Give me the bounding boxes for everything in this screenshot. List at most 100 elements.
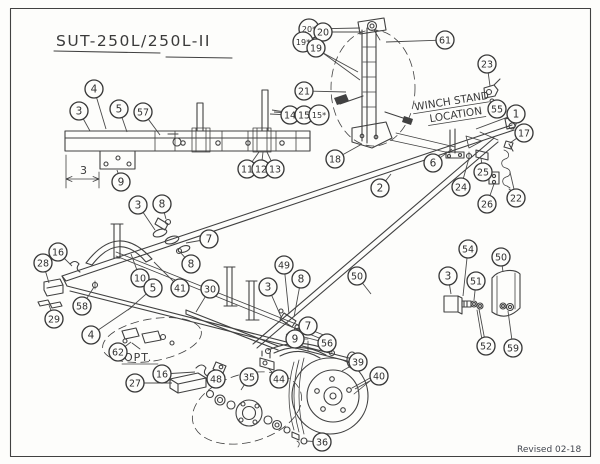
callout-number: 25 xyxy=(477,167,489,178)
callout-number: 20 xyxy=(317,27,329,38)
callout-23: 23 xyxy=(477,54,497,74)
callout-number: 61 xyxy=(439,35,451,46)
leader-line-16 xyxy=(170,371,196,374)
leader-line-8 xyxy=(163,212,167,220)
callout-circle xyxy=(44,309,64,329)
callout-40: 40 xyxy=(369,366,389,386)
callout-number: 8 xyxy=(298,273,305,285)
callout-circle xyxy=(473,162,493,182)
callout-29: 29 xyxy=(44,309,64,329)
callout-number: 21 xyxy=(298,86,310,97)
callout-16: 16 xyxy=(48,242,68,262)
leader-line-62 xyxy=(124,341,132,347)
callout-number: 50 xyxy=(351,271,363,282)
callout-number: 9 xyxy=(292,333,299,345)
opt-label: OPT. xyxy=(124,351,152,364)
leader-line-23 xyxy=(487,72,491,87)
callout-circle xyxy=(317,333,337,353)
dimension-3-label: 3 xyxy=(80,164,87,177)
callout-circle xyxy=(199,229,219,249)
callout-number: 49 xyxy=(278,260,290,271)
callout-circle xyxy=(503,338,523,358)
callout-circle xyxy=(370,178,390,198)
callout-circle xyxy=(477,194,497,214)
callout-number: 15 xyxy=(298,110,310,121)
callout-leaders xyxy=(45,27,517,442)
callout-number: 6 xyxy=(430,157,437,169)
callout-number: 10 xyxy=(134,273,146,284)
leader-line-21 xyxy=(312,90,347,93)
coupler-assembly xyxy=(445,78,518,197)
callout-8: 8 xyxy=(291,269,311,289)
callout-22: 22 xyxy=(506,188,526,208)
callout-number: 8 xyxy=(188,258,195,270)
left-brackets xyxy=(37,260,99,309)
callout-circle xyxy=(506,188,526,208)
callout-number: 2 xyxy=(377,182,384,194)
leader-line-13 xyxy=(266,151,272,162)
callout-58: 58 xyxy=(72,296,92,316)
leader-line-7 xyxy=(185,240,201,244)
callout-number: 3 xyxy=(445,270,452,282)
leader-line-39 xyxy=(341,366,351,372)
callout-number: 24 xyxy=(455,182,467,193)
callout-number: 27 xyxy=(129,378,141,389)
leader-line-14 xyxy=(269,113,282,116)
callout-35: 35 xyxy=(239,367,259,387)
tongue-beam-detail xyxy=(64,89,311,189)
callout-15*: 15* xyxy=(308,104,330,126)
callout-number: 26 xyxy=(481,199,493,210)
diagram-title: SUT-250L/250L-II xyxy=(53,32,233,59)
callout-circle xyxy=(306,38,326,58)
leader-line-22 xyxy=(509,171,515,190)
callout-number: 3 xyxy=(76,105,83,117)
callout-number: 11 xyxy=(241,164,253,175)
leader-line-7 xyxy=(293,327,300,330)
callout-number: 9 xyxy=(118,176,125,188)
leader-line-51 xyxy=(473,289,476,301)
callout-circle xyxy=(152,194,172,214)
callout-number: 13 xyxy=(269,164,281,175)
callout-number: 19 xyxy=(310,43,322,54)
callout-circle xyxy=(458,239,478,259)
callout-number: 4 xyxy=(88,329,95,341)
callout-number: 48 xyxy=(210,374,222,385)
callout-circle xyxy=(487,99,507,119)
callout-circle xyxy=(269,369,289,389)
callout-circle xyxy=(258,277,278,297)
callout-8: 8 xyxy=(152,194,172,214)
callout-5: 5 xyxy=(109,99,129,119)
left-fender xyxy=(85,223,153,266)
callout-number: 17 xyxy=(518,128,530,139)
callout-16: 16 xyxy=(152,364,172,384)
callout-number: 4 xyxy=(91,83,98,95)
revision-note: Revised 02-18 xyxy=(517,445,581,455)
callout-4: 4 xyxy=(84,79,104,99)
callout-number: 16 xyxy=(156,369,168,380)
callout-circle xyxy=(274,255,294,275)
callout-number: 57 xyxy=(137,107,149,118)
callout-number: 19* xyxy=(296,38,310,47)
callout-circle xyxy=(109,99,129,119)
hub-assembly-detail xyxy=(191,371,308,448)
callout-number: 23 xyxy=(481,59,493,70)
callout-circle xyxy=(347,266,367,286)
callout-number: 51 xyxy=(470,276,482,287)
leader-line-56 xyxy=(303,336,319,342)
callout-55: 55 xyxy=(487,99,507,119)
callout-circle xyxy=(130,268,150,288)
callout-number: 7 xyxy=(305,320,312,332)
callout-number: 22 xyxy=(510,193,522,204)
leader-line-11 xyxy=(251,151,260,162)
callout-8: 8 xyxy=(181,254,201,274)
leader-line-1 xyxy=(475,116,508,130)
callout-number: 18 xyxy=(329,154,341,165)
opt-label-group: OPT. xyxy=(121,351,159,365)
callout-circle xyxy=(348,352,368,372)
page-border xyxy=(9,7,592,458)
callout-54: 54 xyxy=(458,239,478,259)
leader-line-16 xyxy=(64,258,73,267)
callout-number: 58 xyxy=(76,301,88,312)
callout-6: 6 xyxy=(423,153,443,173)
callout-number: 14 xyxy=(284,110,296,121)
